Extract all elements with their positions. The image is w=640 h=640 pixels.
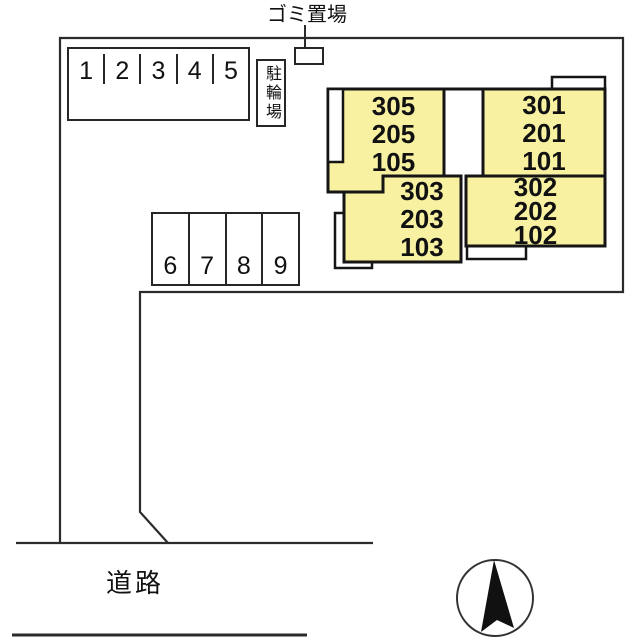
parking-space-label: 2 xyxy=(115,57,130,85)
unit-number: 205 xyxy=(371,118,416,149)
bicycle-parking-label: 駐輪場 xyxy=(263,64,280,122)
garbage-area-label: ゴミ置場 xyxy=(267,4,347,26)
unit-number: 302 xyxy=(513,172,558,202)
parking-space-label: 8 xyxy=(236,252,251,280)
unit-number: 101 xyxy=(522,145,566,176)
parking-space-label: 6 xyxy=(163,252,178,280)
site-boundary-line xyxy=(58,36,625,544)
compass xyxy=(456,559,534,637)
parking-space-9: 9 xyxy=(261,214,298,284)
parking-space-label: 9 xyxy=(273,252,288,280)
unit-number: 105 xyxy=(371,146,416,177)
parking-space-3: 3 xyxy=(139,54,175,84)
unit-block-303 xyxy=(342,174,463,264)
parking-space-4: 4 xyxy=(175,54,212,85)
unit-number: 203 xyxy=(400,204,444,234)
parking-space-1: 1 xyxy=(69,54,103,84)
unit-block-302 xyxy=(464,174,607,248)
parking-space-label: 1 xyxy=(79,57,94,85)
unit-numbers-305-stack: 305 205 105 xyxy=(343,91,444,176)
unit-number: 202 xyxy=(513,196,558,226)
parking-row-1-5: 1 2 3 4 5 xyxy=(67,47,250,121)
bicycle-parking-box: 駐輪場 xyxy=(256,59,286,127)
parking-space-2: 2 xyxy=(103,54,139,84)
parking-space-5: 5 xyxy=(211,54,248,85)
road-label: 道路 xyxy=(106,568,165,598)
unit-number: 305 xyxy=(371,90,416,121)
unit-number: 301 xyxy=(522,89,566,120)
north-arrow-icon xyxy=(481,560,514,632)
parking-space-7: 7 xyxy=(187,214,225,284)
unit-number: 303 xyxy=(400,176,444,206)
unit-number: 103 xyxy=(400,232,444,262)
unit-numbers-303-stack: 303 203 103 xyxy=(383,176,461,262)
building-notch-northeast xyxy=(550,75,607,91)
unit-number: 102 xyxy=(513,220,558,250)
parking-space-label: 4 xyxy=(187,57,202,85)
parking-space-8: 8 xyxy=(224,214,262,284)
parking-space-label: 3 xyxy=(151,57,166,85)
garbage-area-box xyxy=(294,47,324,65)
parking-space-6: 6 xyxy=(153,214,188,284)
building-footprint xyxy=(326,75,607,270)
unit-numbers-302-stack: 302 202 102 xyxy=(466,172,605,250)
parking-space-label: 5 xyxy=(223,57,238,85)
parking-row-6-9: 6 7 8 9 xyxy=(151,212,300,286)
unit-numbers-301-stack: 301 201 101 xyxy=(483,89,605,176)
parking-space-label: 7 xyxy=(200,252,215,280)
unit-number: 201 xyxy=(522,117,566,148)
building-notch-northwest xyxy=(326,87,345,164)
